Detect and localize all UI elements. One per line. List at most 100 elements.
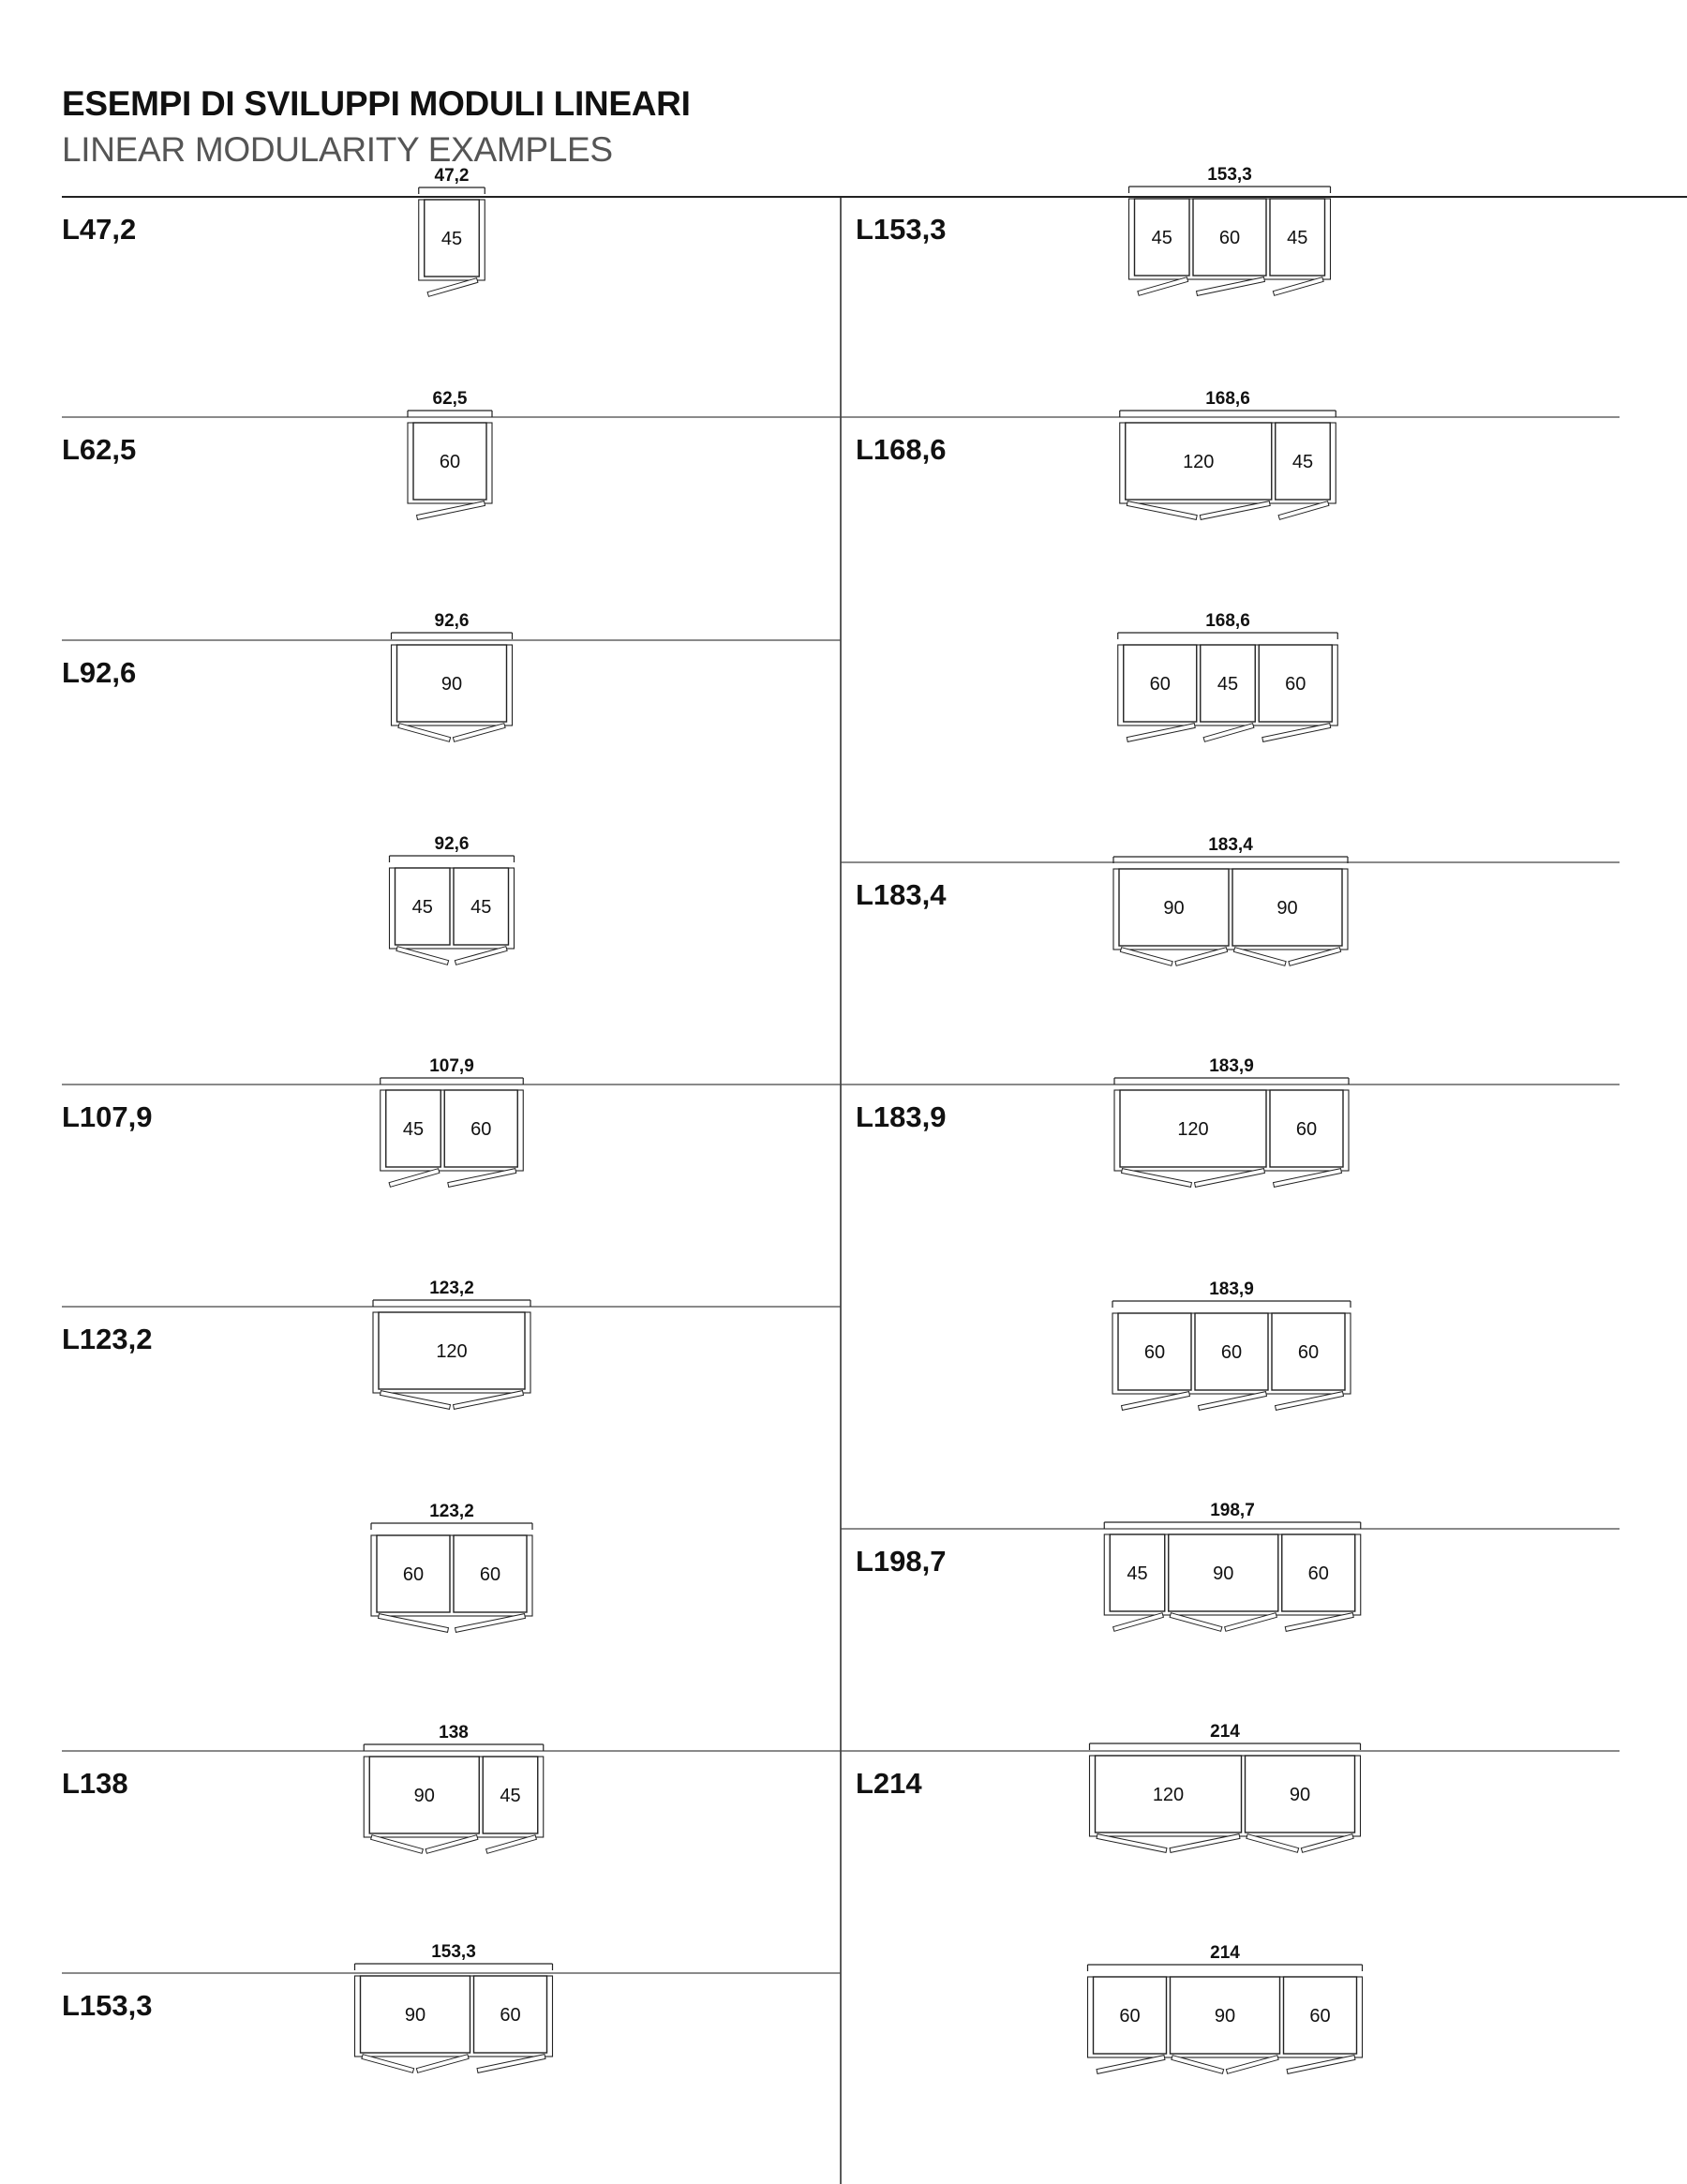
door-swing	[1284, 1612, 1354, 1632]
door-swing	[1120, 1391, 1191, 1411]
door-swing	[1096, 1833, 1168, 1853]
module-label: 60	[1285, 674, 1306, 695]
module-box	[1200, 644, 1256, 723]
module-label: 60	[500, 2005, 520, 2026]
module-label: 60	[1144, 1342, 1165, 1363]
door-swing	[1171, 2055, 1225, 2074]
door-swing	[415, 2054, 470, 2073]
module-label: 90	[405, 2005, 425, 2026]
door-swing	[485, 1834, 538, 1854]
module-label: 90	[1276, 898, 1297, 919]
module-box	[453, 1534, 528, 1613]
module-box	[1168, 1533, 1279, 1612]
section: L47,247,245	[62, 166, 485, 297]
grid-lines	[62, 196, 1687, 2184]
dimension-label: 168,6	[1205, 389, 1250, 409]
cabinet-example: 62,5 60	[407, 389, 493, 520]
door-swing	[415, 501, 486, 520]
cabinet-example: 183,4 90 90	[1112, 835, 1349, 966]
cabinet-example: 123,2 60 60	[370, 1502, 533, 1633]
module-label: 90	[1290, 1785, 1310, 1805]
door-swing	[379, 1390, 452, 1410]
door-swing	[1300, 1833, 1354, 1853]
door-swing	[1277, 501, 1330, 520]
section-label: L214	[856, 1767, 922, 1800]
module-box	[482, 1756, 539, 1834]
dimension-label: 183,4	[1208, 835, 1253, 855]
dimension-label: 62,5	[433, 389, 468, 409]
door-swing	[377, 1613, 450, 1633]
door-swing	[369, 1834, 425, 1854]
door-swing	[1246, 1833, 1300, 1853]
section-label: L183,9	[856, 1100, 947, 1133]
dimension-label: 198,7	[1210, 1501, 1255, 1520]
module-label: 60	[1221, 1342, 1242, 1363]
cabinet-outline	[388, 867, 515, 950]
door-swing	[1096, 2055, 1166, 2074]
dimension-label: 47,2	[435, 166, 470, 186]
module-label: 90	[1163, 898, 1184, 919]
door-swing	[447, 1168, 517, 1188]
module-box	[1192, 198, 1267, 277]
door-swing	[1232, 947, 1287, 966]
door-swing	[388, 1168, 440, 1188]
door-swing	[1169, 1612, 1223, 1632]
module-label: 120	[436, 1341, 467, 1362]
module-label: 60	[403, 1564, 424, 1585]
door-swing	[454, 946, 508, 965]
module-label: 60	[480, 1564, 500, 1585]
cabinet-outline	[1112, 868, 1349, 950]
door-swing	[1262, 723, 1332, 742]
cabinet-example: 92,690	[390, 611, 514, 742]
module-box	[443, 1089, 518, 1168]
door-swing	[452, 1390, 525, 1410]
module-label: 45	[1287, 228, 1307, 248]
module-box	[385, 1089, 441, 1168]
dimension-label: 123,2	[429, 1502, 474, 1521]
door-swing	[1119, 947, 1173, 966]
module-box	[368, 1756, 480, 1834]
module-box	[396, 644, 508, 723]
module-label: 45	[1127, 1563, 1147, 1584]
door-swing	[1274, 1391, 1345, 1411]
door-swing	[1199, 501, 1271, 520]
door-swing	[1197, 1391, 1268, 1411]
dimension-label: 214	[1210, 1943, 1240, 1963]
module-box	[1269, 1089, 1344, 1168]
module-label: 60	[440, 452, 460, 472]
page-subtitle: LINEAR MODULARITY EXAMPLES	[62, 130, 613, 169]
section-label: L153,3	[62, 1989, 153, 2022]
module-box	[1133, 198, 1190, 277]
page-title: ESEMPI DI SVILUPPI MODULI LINEARI	[62, 84, 691, 123]
dimension-label: 138	[439, 1723, 469, 1743]
module-label: 90	[1215, 2006, 1235, 2027]
door-swing	[396, 946, 450, 965]
door-swing	[1193, 1168, 1266, 1188]
module-label: 60	[1308, 1563, 1329, 1584]
module-box	[1092, 1976, 1168, 2055]
dimension-label: 183,9	[1209, 1056, 1254, 1076]
door-swing	[1112, 1612, 1165, 1632]
section-label: L62,5	[62, 433, 136, 466]
door-swing	[1174, 947, 1229, 966]
module-label: 90	[1213, 1563, 1233, 1584]
section-label: L47,2	[62, 213, 136, 246]
door-swing	[397, 723, 452, 742]
